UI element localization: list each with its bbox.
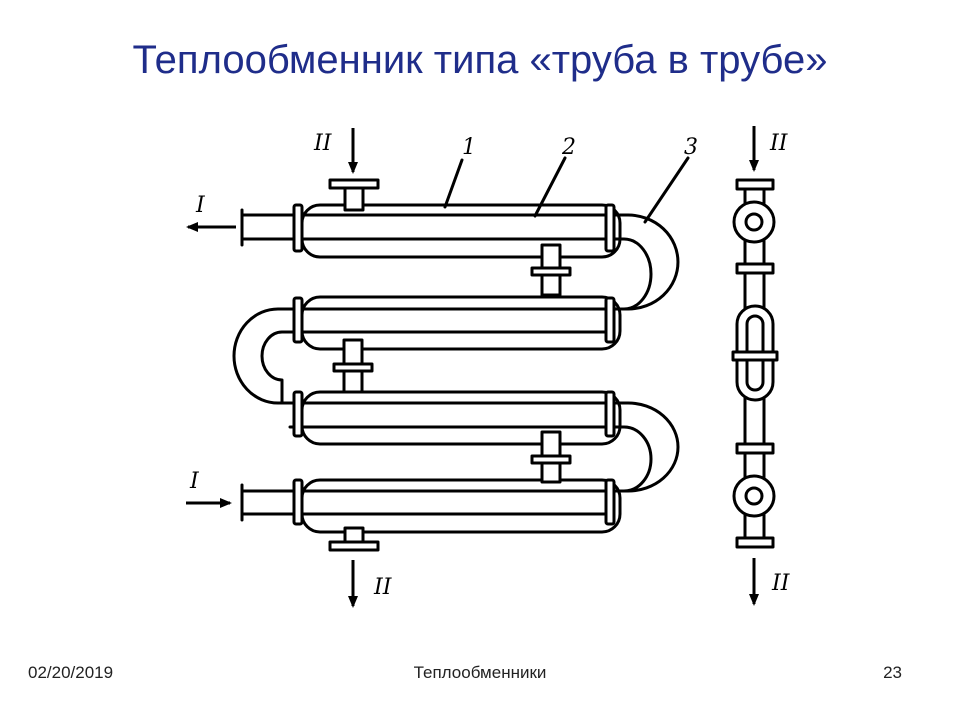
outer-shell-3 bbox=[300, 390, 622, 446]
outer-shell-4 bbox=[300, 478, 622, 534]
page-number: 23 bbox=[883, 663, 902, 682]
u-bend-right-bottom bbox=[610, 401, 680, 493]
outer-shell-1 bbox=[300, 203, 622, 259]
nozzle-bottom bbox=[328, 526, 380, 552]
shell-connectors bbox=[332, 243, 572, 484]
label-part-3: 3 bbox=[684, 135, 698, 160]
label-stream-I-in: I bbox=[189, 469, 200, 494]
label-side-II-out: II bbox=[771, 571, 791, 596]
label-part-1: 1 bbox=[462, 135, 476, 160]
slide-title: Теплообменник типа «труба в трубе» bbox=[132, 38, 828, 82]
label-side-II-in: II bbox=[769, 131, 789, 156]
label-stream-II-out: II bbox=[373, 575, 393, 600]
nozzle-top bbox=[328, 178, 380, 212]
u-bend-left bbox=[232, 307, 292, 405]
flanges bbox=[292, 203, 616, 526]
footer-title: Теплообменники bbox=[413, 663, 547, 682]
label-part-2: 2 bbox=[561, 135, 576, 160]
label-stream-I-out: I bbox=[195, 193, 206, 218]
label-stream-II-in: II bbox=[313, 131, 333, 156]
footer-date: 02/20/2019 bbox=[28, 663, 114, 682]
side-view bbox=[731, 178, 779, 549]
